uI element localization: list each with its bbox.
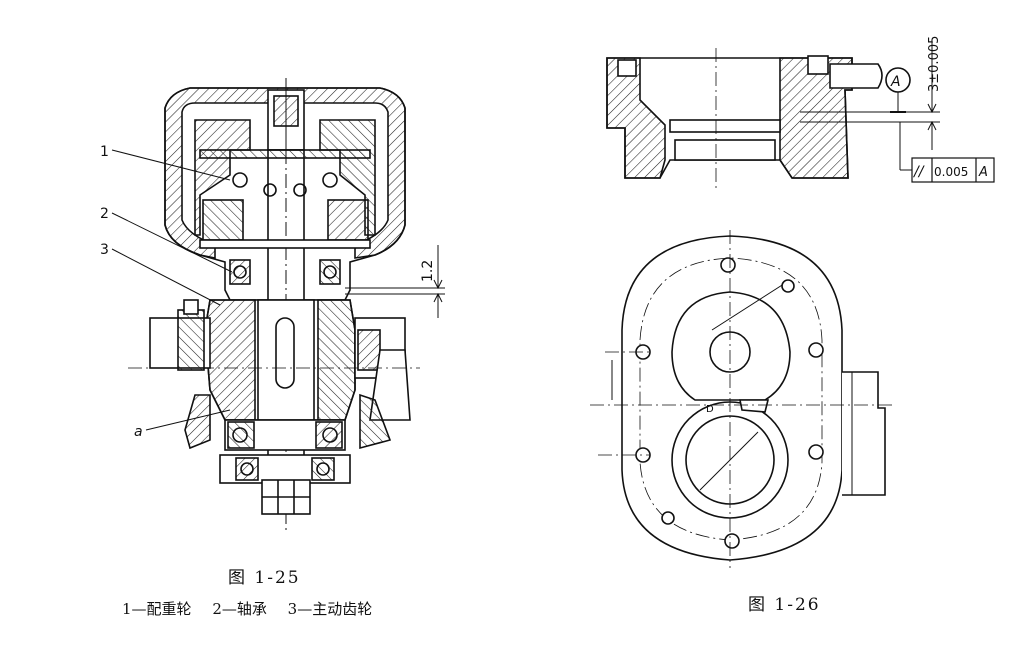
tolerance-symbol: // <box>912 164 925 180</box>
figure-1-25-drawing <box>111 78 445 530</box>
dimension-3-0-005: 3±0.005 <box>927 36 942 92</box>
figure-1-26-section <box>606 40 995 190</box>
small-mark-d: D <box>706 404 714 415</box>
tolerance-datum: A <box>978 165 988 180</box>
legend-item-counterweight: 1—配重轮 <box>122 600 192 618</box>
tolerance-value: 0.005 <box>934 165 968 179</box>
callout-3: 3 <box>100 242 109 258</box>
dimension-1-2: 1.2 <box>420 260 436 282</box>
datum-a-label: A <box>890 74 901 90</box>
legend-item-bearing: 2—轴承 <box>212 600 267 618</box>
legend-item-drive-gear: 3—主动齿轮 <box>287 600 373 618</box>
figure-1-26-caption: 图 1-26 <box>748 595 821 615</box>
callout-1: 1 <box>100 144 109 160</box>
callout-2: 2 <box>100 206 109 222</box>
figure-1-26-plan-view <box>590 230 895 568</box>
callout-a: a <box>134 424 143 440</box>
figure-1-25-caption: 图 1-25 <box>228 568 301 588</box>
figure-1-25-legend: 1—配重轮 2—轴承 3—主动齿轮 <box>122 598 388 619</box>
